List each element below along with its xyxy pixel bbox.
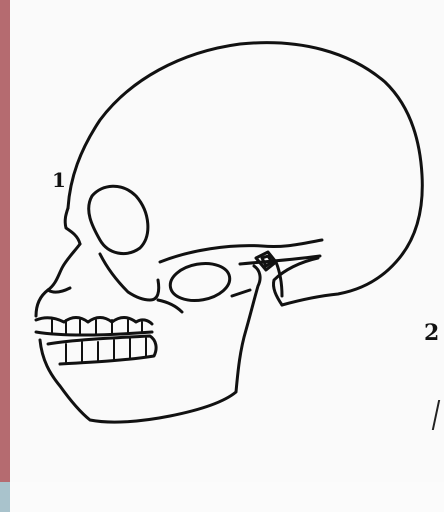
maxilla-cheek	[100, 254, 159, 300]
upper-teeth-dividers	[52, 320, 142, 334]
brow-ridge	[65, 208, 80, 244]
label-one: 1	[52, 170, 66, 190]
upper-teeth-base	[36, 332, 152, 335]
label-two: 2	[424, 322, 439, 344]
maxilla-front	[36, 290, 48, 316]
cranium-outline	[68, 43, 422, 305]
upper-teeth	[36, 318, 152, 325]
nasal-aperture	[48, 244, 80, 292]
orbit	[89, 186, 148, 253]
mandible	[40, 266, 260, 422]
lower-teeth	[48, 336, 156, 364]
zygomatic-bone	[167, 259, 232, 305]
